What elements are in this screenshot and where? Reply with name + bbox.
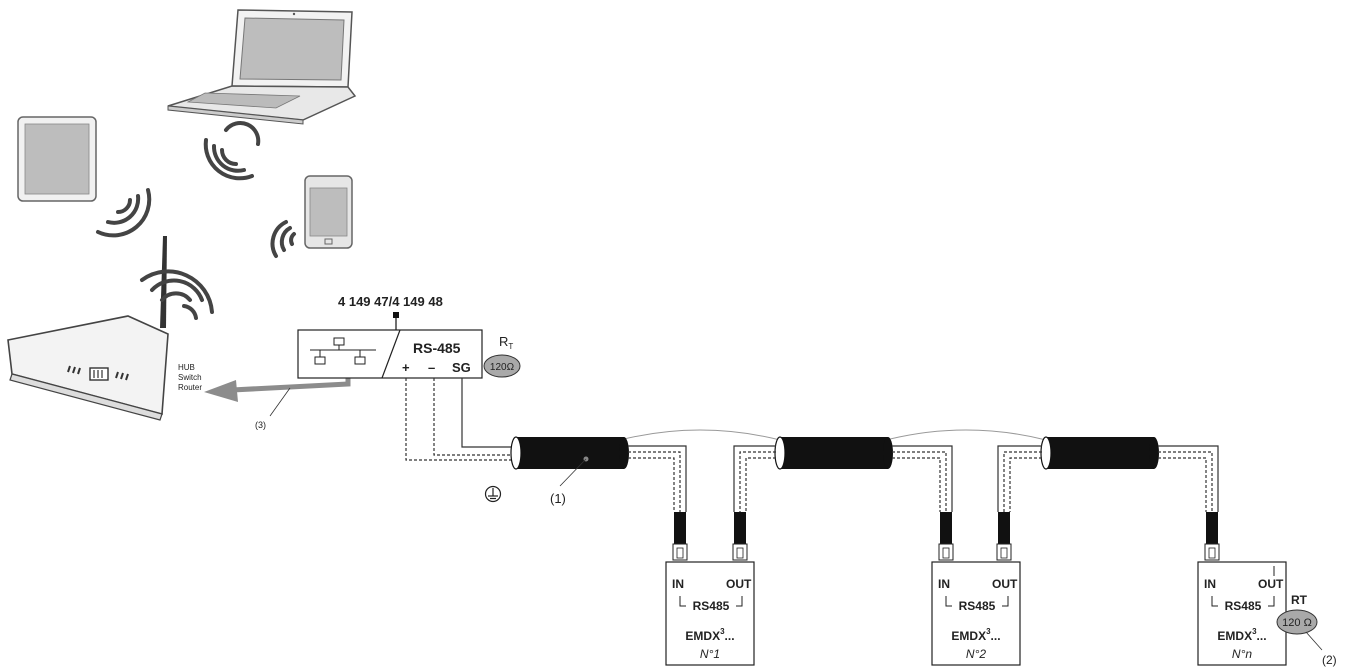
device-n-out-label: OUT [1258,577,1284,591]
end-terminator-resistor [1276,609,1323,651]
ground-icon [484,485,502,503]
tablet-icon [17,116,97,202]
wifi-wave-icon [270,220,296,258]
smartphone-icon [304,175,353,249]
emdx-device-2 [931,561,1021,666]
rs485-cable [510,436,629,470]
callout-end-resistor: (2) [1322,653,1337,667]
router-label-hub: HUB [178,363,195,372]
gateway-wiring [405,378,512,461]
terminal-sg: SG [452,360,471,375]
device-wiring [628,445,1219,512]
device-2-in-label: IN [938,577,950,591]
gateway-module [297,312,483,379]
device-1-in-label: IN [672,577,684,591]
emdx-device-1 [665,561,755,666]
device-1-model: EMDX3... [685,627,734,643]
device-1-out-label: OUT [726,577,752,591]
network-icon [310,337,376,365]
wifi-wave-icon [96,188,152,238]
device-2-number: N°2 [966,647,986,661]
resistor-label: RT [499,334,513,351]
rs485-cable [774,436,893,470]
device-1-number: N°1 [700,647,720,661]
callout-ethernet: (3) [255,420,266,430]
router-label-switch: Switch [178,373,202,382]
device-n-in-label: IN [1204,577,1216,591]
gateway-terminator-resistor [483,354,521,378]
laptop-icon [167,9,357,125]
callout-cable: (1) [550,491,566,506]
device-n-model: EMDX3... [1217,627,1266,643]
wifi-wave-icon [140,269,214,320]
device-n-bus-label: RS485 [1225,599,1262,613]
router-icon [7,236,169,421]
connector-plug [996,512,1012,561]
connector-plug [938,512,954,561]
end-terminator-value: 120 Ω [1282,617,1312,629]
device-2-out-label: OUT [992,577,1018,591]
device-n-number: N°n [1232,647,1252,661]
emdx-device-n [1197,561,1287,666]
connector-plug [1204,512,1220,561]
terminal-plus: + [402,360,410,375]
end-terminator-label: RT [1291,593,1308,607]
resistor-value: 120Ω [490,362,515,373]
device-2-model: EMDX3... [951,627,1000,643]
shield-continuity [619,429,1047,441]
connector-plug [732,512,748,561]
gateway-part-number: 4 149 47/4 149 48 [338,294,443,309]
router-label-router: Router [178,383,202,392]
rs485-cable [1040,436,1159,470]
wifi-wave-icon [203,121,261,181]
terminal-minus: – [428,360,435,375]
connector-plug [672,512,688,561]
device-1-bus-label: RS485 [693,599,730,613]
gateway-bus-label: RS-485 [413,340,461,356]
device-2-bus-label: RS485 [959,599,996,613]
